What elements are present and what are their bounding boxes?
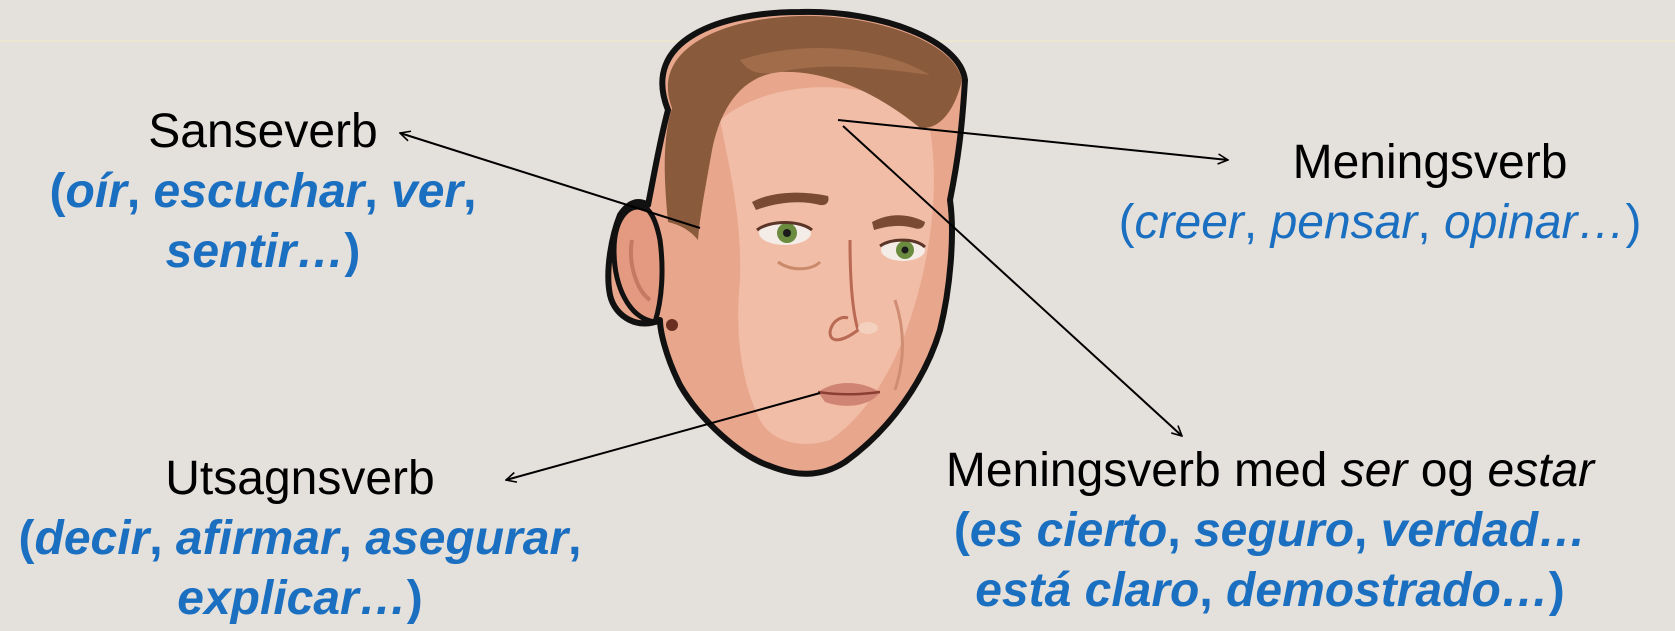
serestar-title: Meningsverb med ser og estar [945,444,1595,497]
sensory-examples: (oír, escuchar, ver, [49,165,477,218]
serestar-label-group: Meningsverb med ser og estar (es cierto,… [870,441,1670,621]
speech-examples: (decir, afirmar, asegurar, [18,512,582,565]
opinion-label-group: Meningsverb (creer, pensar, opinar…) [1085,133,1675,253]
arrow-speech [506,392,821,480]
speech-title: Utsagnsverb [165,452,435,505]
serestar-examples: (es cierto, seguro, verdad… [953,504,1587,557]
hair [664,15,962,240]
sensory-label-group: Sanseverb (oír, escuchar, ver, sentir…) [20,102,506,282]
sensory-examples-cont: sentir…) [165,225,361,278]
nose [828,239,860,342]
arrow-opinion [837,119,1228,160]
arrow-serestar [842,125,1182,436]
left-eyebrow [752,192,829,210]
ear [611,204,665,325]
ser-word: ser [1340,444,1408,497]
opinion-examples: (creer, pensar, opinar…) [1118,196,1642,249]
estar-word: estar [1487,444,1595,497]
arrow-sensory [400,133,701,229]
right-eyebrow [872,215,925,230]
speech-examples-cont: explicar…) [177,572,423,625]
serestar-examples-cont: está claro, demostrado…) [975,564,1565,617]
hair-shade [740,48,930,75]
opinion-title: Meningsverb [1292,136,1568,189]
sensory-title: Sanseverb [148,105,378,158]
speech-label-group: Utsagnsverb (decir, afirmar, asegurar, e… [0,449,600,629]
face-highlight [720,87,934,444]
